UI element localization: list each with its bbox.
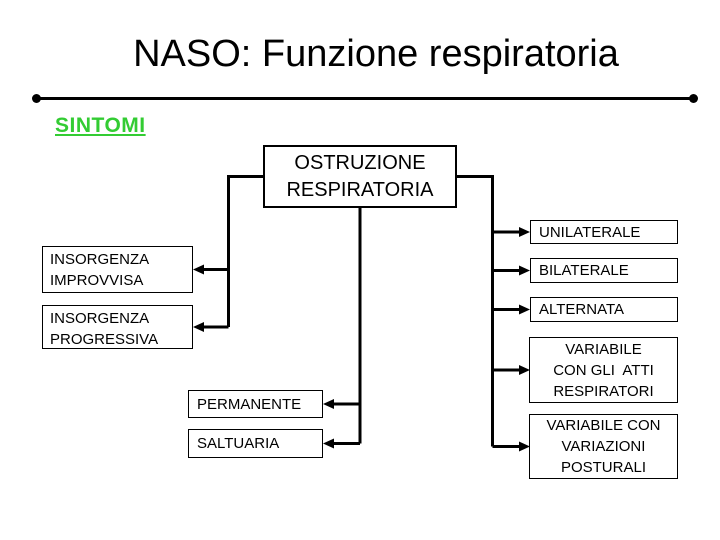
box-saltuaria: SALTUARIA [188,429,323,458]
arrowhead-left-1 [193,264,204,275]
box-permanente: PERMANENTE [188,390,323,418]
arrowhead-center-2 [323,438,334,449]
arrowhead-right-4 [519,365,530,375]
divider-left-dot [32,94,41,103]
title-divider-line [32,94,698,103]
arrowhead-right-1 [519,227,530,237]
box-insorgenza-progressiva: INSORGENZA PROGRESSIVA [42,305,193,349]
box-bilaterale: BILATERALE [530,258,678,283]
box-unilaterale: UNILATERALE [530,220,678,244]
slide-title: NASO: Funzione respiratoria [133,33,619,75]
box-insorgenza-improvvisa: INSORGENZA IMPROVVISA [42,246,193,293]
box-alternata: ALTERNATA [530,297,678,322]
arrowhead-center-1 [323,399,334,409]
box-ostruzione-respiratoria: OSTRUZIONE RESPIRATORIA [263,145,457,208]
connector-left-elbow [227,175,263,327]
arrowhead-left-2 [193,322,204,332]
section-label-sintomi: SINTOMI [55,114,146,137]
box-variabile-atti-respiratori: VARIABILE CON GLI ATTI RESPIRATORI [529,337,678,403]
arrowhead-right-3 [519,304,530,315]
arrowhead-right-2 [519,265,530,276]
arrowhead-right-5 [519,441,530,452]
connector-right-elbow [457,175,494,447]
divider-right-dot [689,94,698,103]
box-variabile-variazioni-posturali: VARIABILE CON VARIAZIONI POSTURALI [529,414,678,479]
